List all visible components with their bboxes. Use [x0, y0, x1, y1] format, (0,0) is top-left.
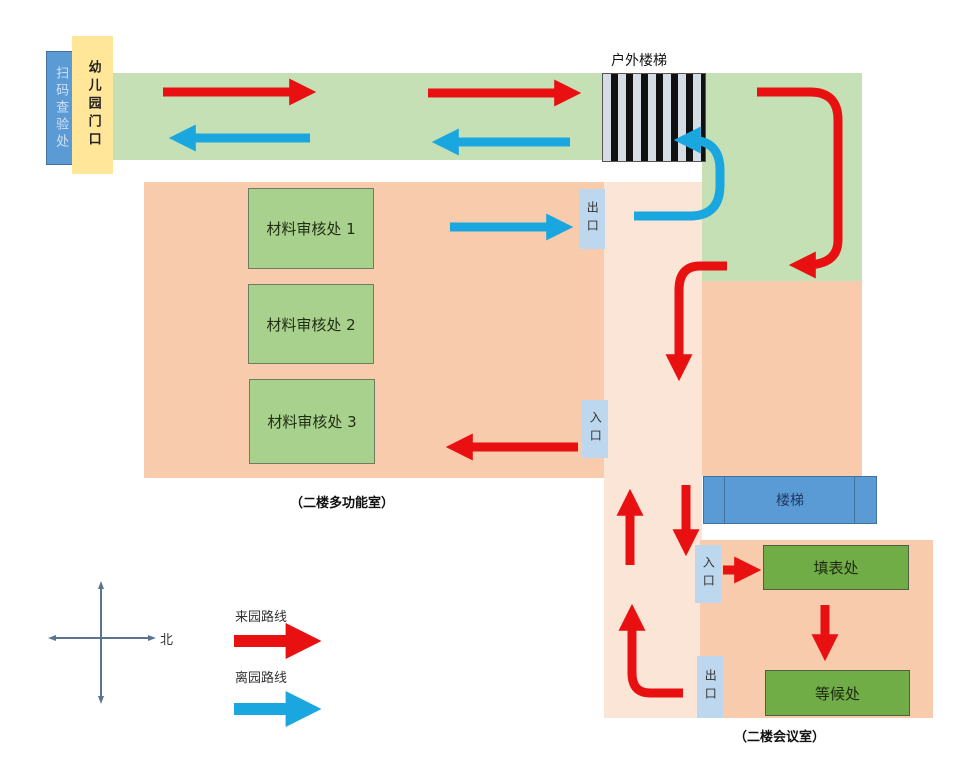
- review-station-1: 材料审核处 1: [248, 188, 374, 269]
- waiting-area-label: 等候处: [814, 684, 860, 703]
- form-filling-station: 填表处: [763, 545, 909, 590]
- indoor-stairs: 楼梯: [703, 476, 877, 524]
- multi-room-entrance-label: 入口: [588, 411, 603, 447]
- legend-leave-label: 离园路线: [235, 671, 288, 686]
- indoor-stairs-left-edge: [724, 477, 725, 523]
- outdoor-path-right: [702, 73, 862, 281]
- kindergarten-gate: 幼儿园门口: [72, 36, 113, 174]
- indoor-stairs-right-edge: [854, 477, 855, 523]
- kindergarten-gate-label: 幼儿园门口: [85, 60, 101, 150]
- scan-check-station: 扫码查验处: [46, 51, 74, 165]
- scan-check-label: 扫码查验处: [53, 65, 69, 151]
- review-station-2-label: 材料审核处 2: [266, 315, 356, 334]
- review-station-2: 材料审核处 2: [248, 284, 374, 364]
- compass-north-label: 北: [160, 633, 174, 648]
- compass-icon: [48, 581, 156, 704]
- outdoor-stairs-label: 户外楼梯: [611, 53, 667, 69]
- legend-arrive-label: 来园路线: [235, 610, 288, 625]
- waiting-area: 等候处: [765, 670, 910, 716]
- right-room-area: [702, 281, 862, 476]
- multi-room-exit-label: 出口: [585, 201, 600, 237]
- multi-room-exit: 出口: [579, 189, 605, 249]
- review-station-3: 材料审核处 3: [249, 379, 375, 464]
- form-filling-station-label: 填表处: [813, 559, 859, 577]
- meeting-room-entrance: 入口: [695, 545, 721, 603]
- corridor: [604, 182, 702, 718]
- multi-room-caption: （二楼多功能室）: [290, 496, 395, 511]
- multi-room-entrance: 入口: [582, 400, 608, 458]
- meeting-room-exit-label: 出口: [703, 669, 718, 705]
- meeting-room-entrance-label: 入口: [701, 556, 716, 592]
- multi-function-room: [144, 182, 606, 478]
- review-station-1-label: 材料审核处 1: [266, 220, 356, 238]
- review-station-3-label: 材料审核处 3: [267, 413, 357, 431]
- meeting-room-caption: （二楼会议室）: [734, 730, 826, 745]
- meeting-room-exit: 出口: [697, 656, 723, 718]
- outdoor-stairs: [602, 73, 706, 162]
- indoor-stairs-label: 楼梯: [776, 493, 804, 509]
